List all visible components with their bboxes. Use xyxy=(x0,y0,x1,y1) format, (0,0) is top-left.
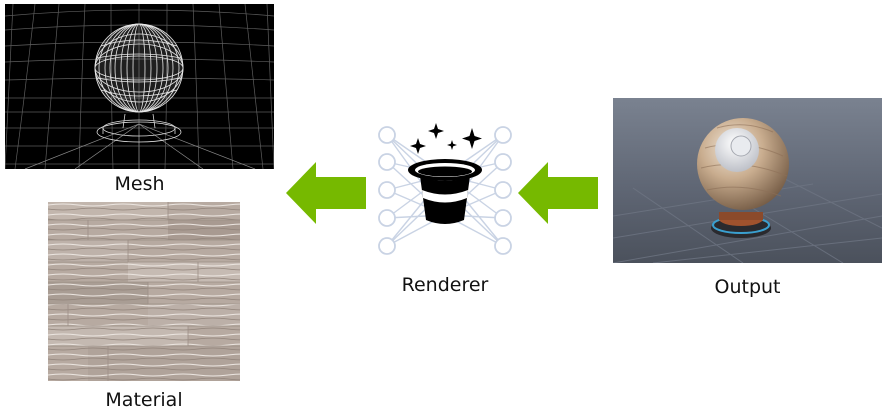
output-label: Output xyxy=(714,276,781,298)
renderer-icon xyxy=(370,120,520,262)
output-image xyxy=(613,98,882,263)
left-arrow-icon xyxy=(518,162,598,224)
material-label: Material xyxy=(105,389,183,411)
renderer-label: Renderer xyxy=(401,274,489,296)
left-arrow-icon xyxy=(286,162,366,224)
mesh-label: Mesh xyxy=(114,173,165,195)
mesh-image xyxy=(5,4,274,169)
material-image xyxy=(48,202,240,381)
